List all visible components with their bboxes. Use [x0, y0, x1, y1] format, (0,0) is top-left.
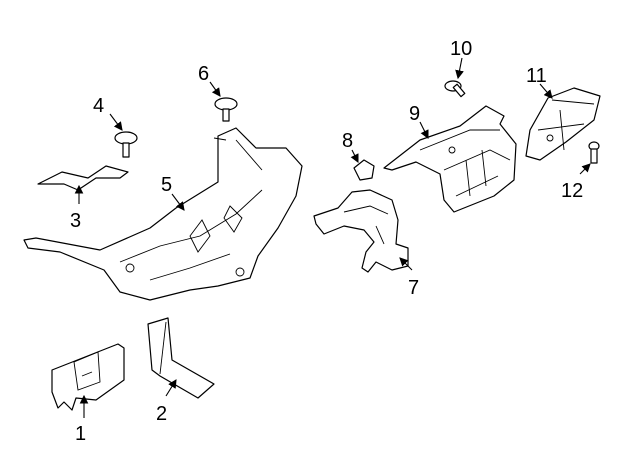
callout-4: 4 — [93, 95, 104, 117]
callout-5: 5 — [161, 174, 172, 196]
callout-6: 6 — [198, 63, 209, 85]
callout-7: 7 — [408, 277, 419, 299]
callout-12: 12 — [561, 180, 583, 202]
leader-lines — [74, 57, 591, 418]
part-4-bolt[interactable] — [114, 131, 138, 158]
callout-8: 8 — [342, 130, 353, 152]
callout-10: 10 — [450, 38, 472, 60]
part-2-bracket[interactable] — [147, 317, 215, 399]
callout-2: 2 — [156, 403, 167, 425]
callout-11: 11 — [526, 65, 547, 87]
part-3-heat-shield[interactable] — [37, 165, 129, 191]
part-11-heat-shield[interactable] — [525, 87, 601, 161]
part-10-bolt[interactable] — [444, 80, 466, 98]
part-6-bolt[interactable] — [214, 97, 238, 122]
part-8-clip[interactable] — [353, 159, 375, 181]
part-7-bracket[interactable] — [313, 189, 409, 273]
part-12-bolt[interactable] — [588, 141, 600, 164]
callout-9: 9 — [409, 103, 420, 125]
part-5-main-heat-shield[interactable] — [23, 127, 303, 301]
callout-3: 3 — [70, 210, 81, 232]
part-1-shield[interactable] — [51, 343, 125, 411]
part-9-heat-shield[interactable] — [383, 105, 517, 213]
callout-1: 1 — [75, 423, 86, 445]
